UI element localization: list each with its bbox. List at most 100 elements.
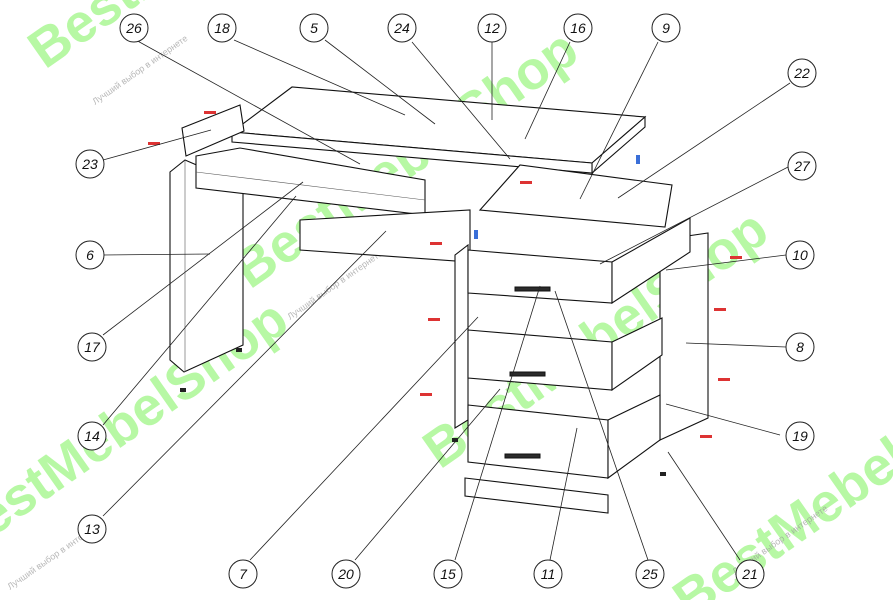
drawer-2-handle	[509, 371, 546, 377]
callout-12: 12	[477, 13, 507, 43]
leader-line	[233, 39, 406, 116]
callout-27: 27	[787, 151, 817, 181]
leader-line	[102, 181, 304, 336]
pedestal-side-panel	[659, 232, 709, 441]
screw-icon	[700, 435, 712, 438]
leader-line	[599, 165, 791, 265]
callout-label: 5	[310, 20, 318, 36]
callout-label: 15	[440, 566, 456, 582]
screw-icon	[148, 142, 160, 145]
drawer-1-side	[611, 217, 691, 305]
callout-label: 14	[84, 428, 100, 444]
leader-line	[665, 254, 787, 271]
callout-16: 16	[563, 13, 593, 43]
callout-5: 5	[299, 13, 329, 43]
leader-line	[685, 342, 787, 348]
drawer-3-handle	[504, 453, 541, 459]
callout-label: 25	[641, 566, 658, 582]
leader-line	[249, 316, 479, 561]
callout-label: 6	[86, 247, 94, 263]
leader-line	[102, 195, 297, 426]
front-rail-line	[195, 171, 426, 201]
fittings	[148, 111, 742, 476]
cam-lock-icon	[474, 230, 478, 239]
callout-18: 18	[207, 13, 237, 43]
drawer-1-handle	[514, 286, 551, 292]
drawer-3-front	[467, 404, 609, 479]
callout-label: 23	[81, 156, 98, 172]
callout-label: 9	[662, 20, 670, 36]
callout-label: 13	[84, 521, 100, 537]
callout-14: 14	[77, 421, 107, 451]
callout-label: 19	[792, 428, 808, 444]
foot-icon	[452, 438, 458, 442]
drawer-2-side	[611, 317, 663, 392]
callout-10: 10	[785, 240, 815, 270]
callout-label: 8	[796, 339, 804, 355]
callout-label: 18	[214, 20, 230, 36]
leader-line	[667, 451, 741, 561]
callout-8: 8	[785, 332, 815, 362]
screw-icon	[520, 181, 532, 184]
callout-17: 17	[77, 332, 107, 362]
callout-label: 7	[239, 566, 248, 582]
callout-15: 15	[433, 559, 463, 589]
shelf-board-23	[181, 104, 245, 157]
callout-label: 17	[84, 339, 101, 355]
callout-26: 26	[119, 13, 149, 43]
callout-23: 23	[75, 149, 105, 179]
leader-line	[324, 39, 436, 125]
watermark-brand: BestMebelShop	[17, 0, 383, 80]
callout-label: 12	[484, 20, 500, 36]
callout-label: 27	[793, 158, 811, 174]
callout-6: 6	[75, 240, 105, 270]
callout-label: 24	[393, 20, 410, 36]
pedestal-inner-side	[454, 243, 469, 429]
desk-top-front-edge	[231, 131, 593, 174]
leader-line	[554, 290, 649, 561]
callout-label: 26	[125, 20, 142, 36]
callout-24: 24	[387, 13, 417, 43]
callout-label: 10	[792, 247, 808, 263]
cam-lock-icon	[636, 155, 640, 164]
callout-label: 22	[793, 65, 810, 81]
screw-icon	[204, 111, 216, 114]
leader-line	[549, 427, 578, 561]
screw-icon	[428, 318, 440, 321]
callout-19: 19	[785, 421, 815, 451]
leader-line	[102, 129, 212, 161]
callout-label: 21	[741, 566, 758, 582]
leader-line	[665, 403, 781, 436]
leader-line	[102, 253, 211, 256]
desk-parts	[148, 86, 742, 514]
leader-lines	[102, 38, 791, 561]
leader-line	[354, 388, 501, 561]
leader-line	[454, 285, 541, 561]
screw-icon	[714, 308, 726, 311]
leader-line	[102, 230, 387, 517]
watermark-tagline: Лучший выбор в интернете	[90, 33, 189, 107]
pedestal-top	[478, 164, 673, 228]
watermark-brand: BestMebelShop	[0, 288, 299, 569]
callout-label: 16	[570, 20, 586, 36]
foot-icon	[236, 348, 242, 352]
screw-icon	[420, 393, 432, 396]
leader-line	[617, 82, 791, 199]
callout-25: 25	[635, 559, 665, 589]
drawer-1-front	[467, 249, 613, 304]
callout-20: 20	[331, 559, 361, 589]
screw-icon	[730, 256, 742, 259]
callout-11: 11	[533, 559, 563, 589]
plinth-strip	[464, 477, 609, 514]
callout-9: 9	[651, 13, 681, 43]
drawer-3-side	[607, 394, 661, 480]
foot-icon	[180, 388, 186, 392]
foot-icon	[660, 472, 666, 476]
callout-label: 20	[337, 566, 354, 582]
callout-22: 22	[787, 58, 817, 88]
leader-line	[524, 41, 571, 140]
leader-line	[133, 38, 361, 165]
callout-7: 7	[228, 559, 258, 589]
